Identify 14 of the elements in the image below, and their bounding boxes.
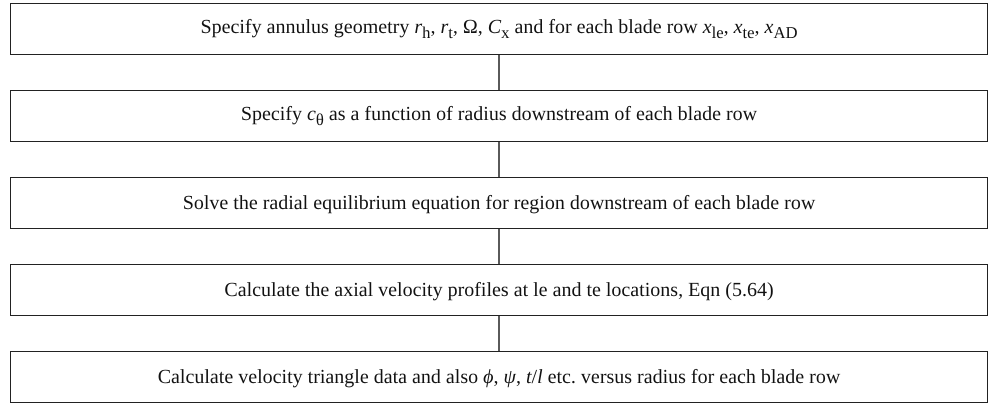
step-text: Specify c$_{θ}$ as a function of radius downstream of each blade row: [240, 102, 758, 130]
connector-line: [498, 229, 500, 264]
step-text: Calculate the axial velocity profiles at le and te locations, Eqn (5.64): [224, 278, 774, 302]
connector-line: [498, 55, 500, 90]
step-text: Calculate velocity triangle data and also ϕ, ψ, t/l etc. versus radius for each blade row: [158, 366, 840, 388]
process-box: [10, 3, 988, 55]
connector-line: [498, 316, 500, 351]
process-box: [10, 177, 988, 229]
process-box: [10, 351, 988, 403]
connector-line: [498, 142, 500, 177]
process-box: [10, 90, 988, 142]
step-text: Solve the radial equilibrium equation for region downstream of each blade row: [182, 192, 816, 214]
step-text: Specify annulus geometry r$_{h}$, r$_{t}$, Ω, C$_{x}$ and for each blade row x$_{le}$, x$_{te}$, x$_{AD}$: [200, 16, 798, 42]
process-box: [10, 264, 988, 316]
